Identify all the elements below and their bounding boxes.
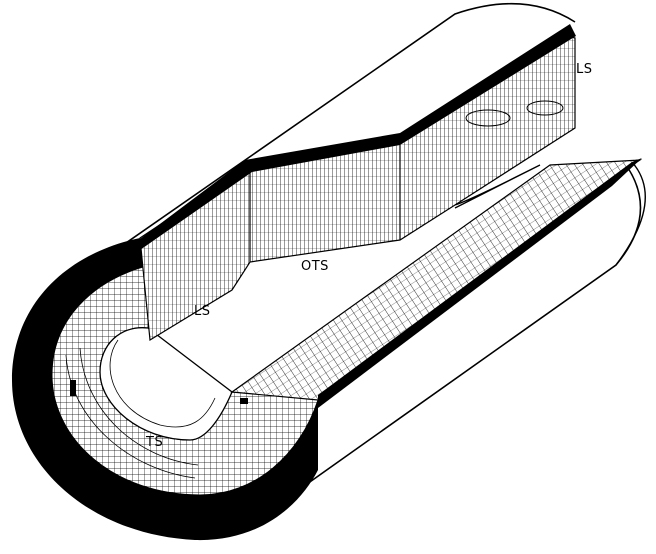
mesh-details: [65, 100, 564, 479]
label-ots: OTS: [301, 259, 329, 274]
lower-strip-edge: [318, 158, 642, 408]
ls-wall-step-lines: [249, 138, 401, 262]
label-ts: TS: [146, 435, 164, 450]
slot-cut: [454, 164, 541, 209]
bore-inner-arc: [109, 339, 216, 428]
outer-shell-ring: [12, 238, 318, 541]
cylinder-end-arc-bottom: [615, 161, 646, 266]
inner-bore: [99, 327, 233, 441]
label-ls-top: LS: [576, 62, 593, 77]
label-ls-mid: LS: [194, 304, 211, 319]
